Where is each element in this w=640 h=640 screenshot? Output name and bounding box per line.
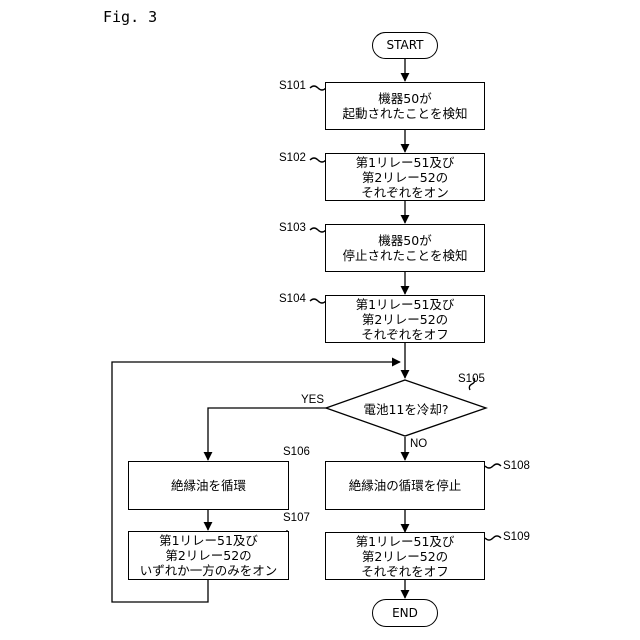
step-id-s107: S107 bbox=[283, 512, 310, 524]
decision-text: 電池11を冷却? bbox=[363, 399, 448, 418]
start-terminal: START bbox=[372, 32, 438, 59]
step-id-s101: S101 bbox=[279, 80, 306, 92]
step-text-line: 第1リレー51及び bbox=[159, 533, 258, 548]
process-detect-start: 機器50が 起動されたことを検知 bbox=[325, 82, 485, 130]
no-label: NO bbox=[410, 438, 427, 450]
process-detect-stop: 機器50が 停止されたことを検知 bbox=[325, 224, 485, 272]
step-text-line: それぞれをオン bbox=[361, 185, 449, 200]
step-text-line: 第2リレー52の bbox=[362, 170, 448, 185]
step-id-s102: S102 bbox=[279, 152, 306, 164]
step-id-s105: S105 bbox=[458, 373, 485, 385]
process-relays-on: 第1リレー51及び 第2リレー52の それぞれをオン bbox=[325, 153, 485, 201]
step-id-s106: S106 bbox=[283, 446, 310, 458]
step-text-line: 停止されたことを検知 bbox=[342, 248, 467, 263]
step-id-s103: S103 bbox=[279, 222, 306, 234]
start-label: START bbox=[386, 38, 423, 53]
step-text-line: 絶縁油の循環を停止 bbox=[349, 478, 462, 493]
step-text-line: いずれか一方のみをオン bbox=[140, 563, 278, 578]
step-text-line: それぞれをオフ bbox=[361, 327, 449, 342]
step-text-line: 第1リレー51及び bbox=[356, 155, 455, 170]
step-text-line: 起動されたことを検知 bbox=[342, 106, 467, 121]
step-text-line: 絶縁油を循環 bbox=[171, 478, 246, 493]
process-relays-off-final: 第1リレー51及び 第2リレー52の それぞれをオフ bbox=[325, 532, 485, 580]
step-id-s108: S108 bbox=[503, 460, 530, 472]
end-terminal: END bbox=[372, 599, 438, 627]
step-text-line: 第2リレー52の bbox=[362, 549, 448, 564]
step-id-s104: S104 bbox=[279, 293, 306, 305]
process-stop-oil: 絶縁油の循環を停止 bbox=[325, 461, 485, 510]
process-circulate-oil: 絶縁油を循環 bbox=[128, 461, 289, 510]
step-id-s109: S109 bbox=[503, 531, 530, 543]
end-label: END bbox=[392, 606, 418, 621]
decision-cool-battery: 電池11を冷却? bbox=[336, 398, 476, 418]
step-text-line: 機器50が bbox=[378, 233, 431, 248]
step-text-line: 機器50が bbox=[378, 91, 431, 106]
step-text-line: 第2リレー52の bbox=[362, 312, 448, 327]
step-text-line: 第2リレー52の bbox=[165, 548, 251, 563]
step-text-line: それぞれをオフ bbox=[361, 564, 449, 579]
process-relays-off: 第1リレー51及び 第2リレー52の それぞれをオフ bbox=[325, 295, 485, 343]
step-text-line: 第1リレー51及び bbox=[356, 534, 455, 549]
step-text-line: 第1リレー51及び bbox=[356, 297, 455, 312]
yes-label: YES bbox=[301, 394, 324, 406]
process-one-relay-on: 第1リレー51及び 第2リレー52の いずれか一方のみをオン bbox=[128, 531, 289, 580]
